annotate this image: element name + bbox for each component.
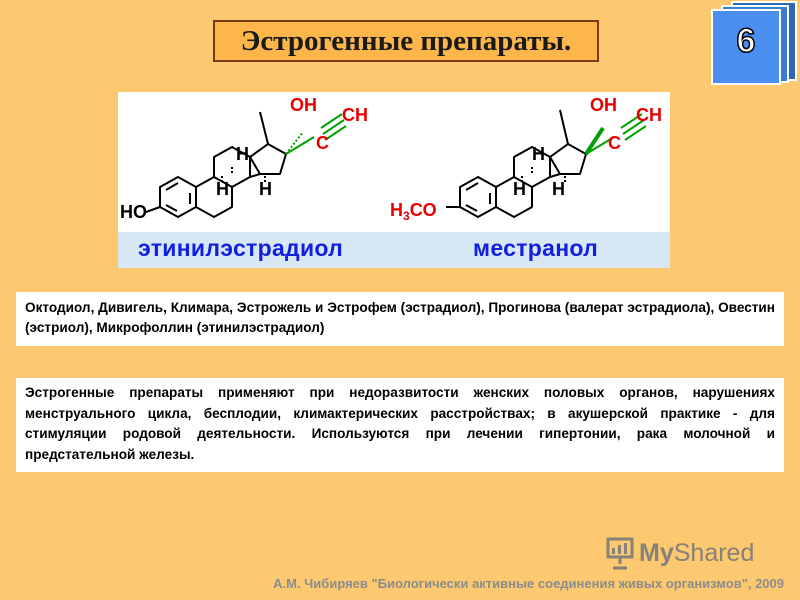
ethinylestradiol-name: этинилэстрадиол xyxy=(138,235,344,261)
left-h-top-label: H xyxy=(236,144,249,164)
slide-title-box: Эстрогенные препараты. xyxy=(213,20,599,62)
right-oh-label: OH xyxy=(590,95,617,115)
left-h-left-label: H xyxy=(216,179,229,199)
structural-formulas: OH CH C H H H HO OH CH C H H H H3CO xyxy=(120,95,662,223)
left-c-label: C xyxy=(316,133,329,153)
right-c-label: C xyxy=(608,133,621,153)
page-number-badge: 6 xyxy=(711,1,797,85)
right-h3co-label: H3CO xyxy=(390,200,437,223)
page-number: 6 xyxy=(737,22,756,60)
right-ch-label: CH xyxy=(636,105,662,125)
left-ho-label: HO xyxy=(120,202,147,222)
left-h-right-label: H xyxy=(259,179,272,199)
ethinylestradiol-skeleton xyxy=(145,111,347,218)
presentation-board-icon xyxy=(606,537,634,570)
left-oh-label: OH xyxy=(290,95,317,115)
right-h-top-label: H xyxy=(532,144,545,164)
structure-names-bar xyxy=(118,232,670,268)
watermark-brand-my: My xyxy=(639,538,674,567)
trade-names-text: Октодиол, Дивигель, Климара, Эстрожель и… xyxy=(25,300,775,335)
mestranol-name: местранол xyxy=(473,235,599,261)
slide-title: Эстрогенные препараты. xyxy=(240,24,572,57)
footer-citation: А.М. Чибиряев "Биологически активные сое… xyxy=(273,576,784,591)
usage-text: Эстрогенные препараты применяют при недо… xyxy=(25,385,775,462)
mestranol-skeleton xyxy=(446,109,647,218)
right-h-left-label: H xyxy=(513,179,526,199)
left-ch-label: CH xyxy=(342,105,368,125)
watermark-brand-rest: Shared xyxy=(673,538,755,567)
trade-names-box: Октодиол, Дивигель, Климара, Эстрожель и… xyxy=(16,292,784,346)
right-h-right-label: H xyxy=(552,179,565,199)
structure-panel: OH CH C H H H HO OH CH C H H H H3CO этин… xyxy=(118,92,670,268)
usage-box: Эстрогенные препараты применяют при недо… xyxy=(16,378,784,472)
